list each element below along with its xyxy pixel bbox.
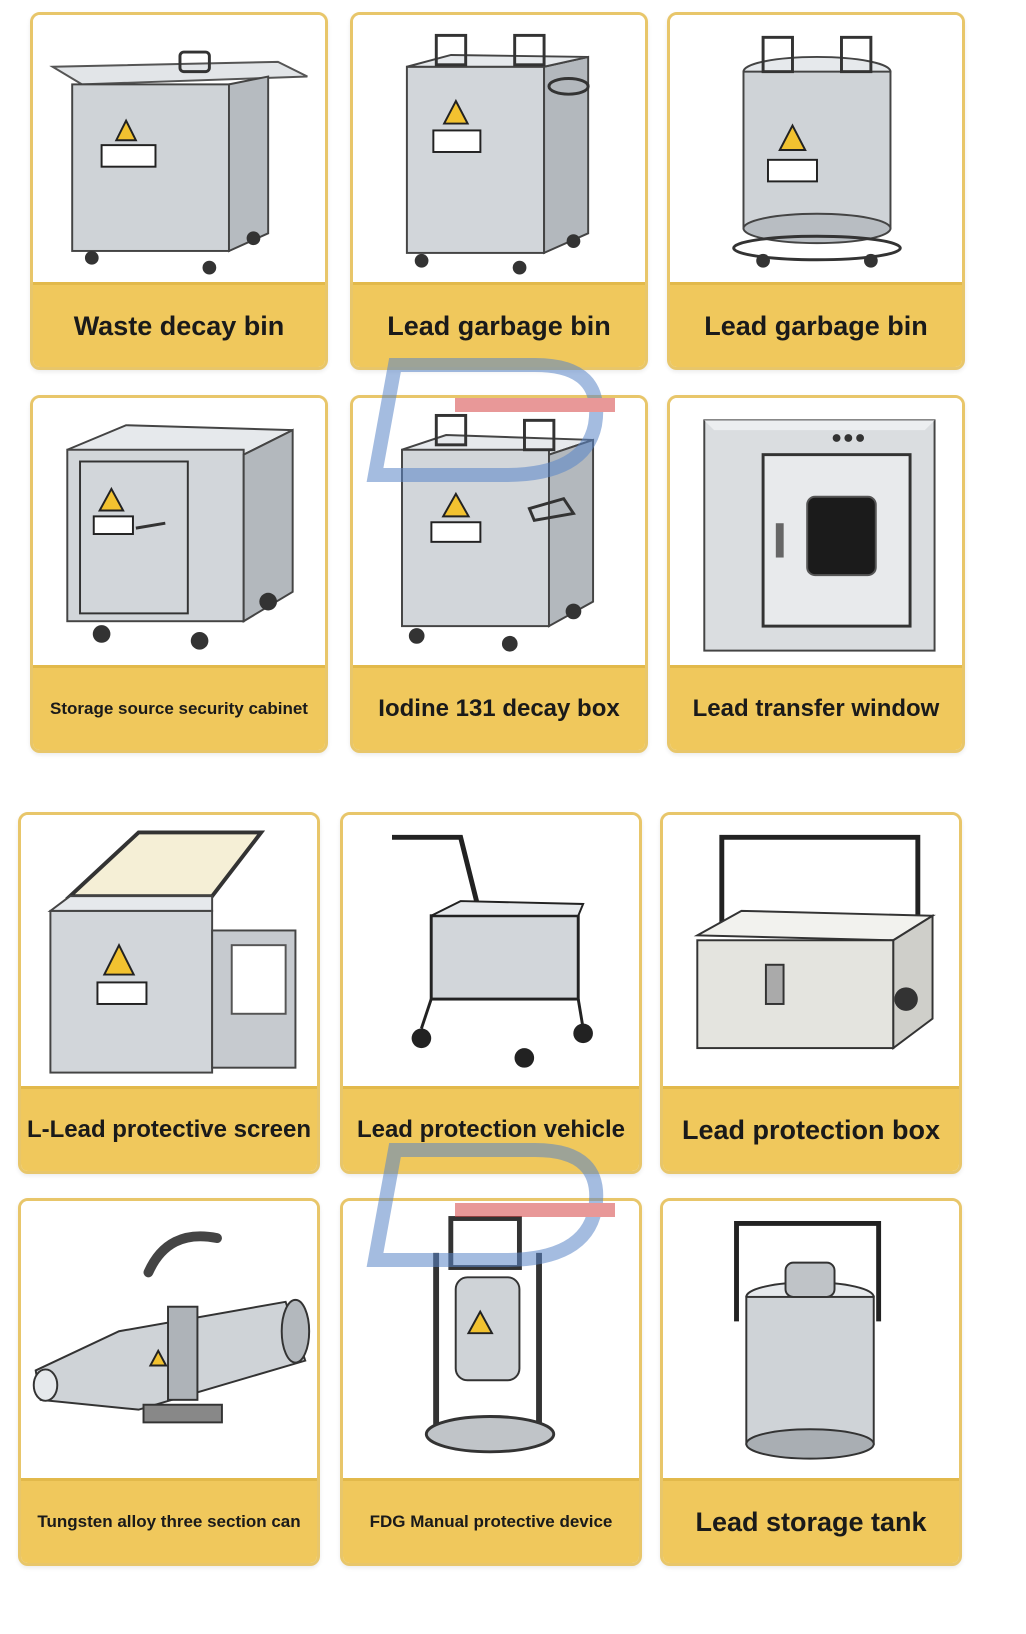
product-image-fdg-device (343, 1201, 639, 1484)
product-card-tungsten-alloy-three-section-can[interactable]: Tungsten alloy three section can (18, 1198, 320, 1566)
product-caption: Lead transfer window (670, 665, 962, 750)
product-card-lead-transfer-window[interactable]: Lead transfer window (667, 395, 965, 753)
product-image-waste-decay-bin (33, 15, 325, 288)
product-image-storage-tank (663, 1201, 959, 1484)
product-caption: Lead garbage bin (670, 282, 962, 367)
product-caption: L-Lead protective screen (21, 1086, 317, 1171)
product-caption: Waste decay bin (33, 282, 325, 367)
product-card-lead-protection-box[interactable]: Lead protection box (660, 812, 962, 1174)
product-image-iodine-decay-box (353, 398, 645, 671)
product-card-lead-storage-tank[interactable]: Lead storage tank (660, 1198, 962, 1566)
product-card-l-lead-protective-screen[interactable]: L-Lead protective screen (18, 812, 320, 1174)
product-caption: Iodine 131 decay box (353, 665, 645, 750)
product-card-storage-source-security-cabinet[interactable]: Storage source security cabinet (30, 395, 328, 753)
product-image-lead-garbage-bin-2 (670, 15, 962, 288)
product-image-lead-garbage-bin-1 (353, 15, 645, 288)
product-card-waste-decay-bin[interactable]: Waste decay bin (30, 12, 328, 370)
product-image-security-cabinet (33, 398, 325, 671)
product-image-protective-screen (21, 815, 317, 1092)
product-caption: FDG Manual protective device (343, 1478, 639, 1563)
product-image-protection-vehicle (343, 815, 639, 1092)
product-caption: Tungsten alloy three section can (21, 1478, 317, 1563)
product-caption: Lead protection box (663, 1086, 959, 1171)
product-card-fdg-manual-protective-device[interactable]: FDG Manual protective device (340, 1198, 642, 1566)
product-caption: Storage source security cabinet (33, 665, 325, 750)
product-image-tungsten-can (21, 1201, 317, 1484)
product-image-transfer-window (670, 398, 962, 671)
product-card-iodine-131-decay-box[interactable]: Iodine 131 decay box (350, 395, 648, 753)
product-caption: Lead garbage bin (353, 282, 645, 367)
product-card-lead-garbage-bin-2[interactable]: Lead garbage bin (667, 12, 965, 370)
product-caption: Lead protection vehicle (343, 1086, 639, 1171)
product-image-protection-box (663, 815, 959, 1092)
product-card-lead-protection-vehicle[interactable]: Lead protection vehicle (340, 812, 642, 1174)
product-caption: Lead storage tank (663, 1478, 959, 1563)
product-card-lead-garbage-bin-1[interactable]: Lead garbage bin (350, 12, 648, 370)
